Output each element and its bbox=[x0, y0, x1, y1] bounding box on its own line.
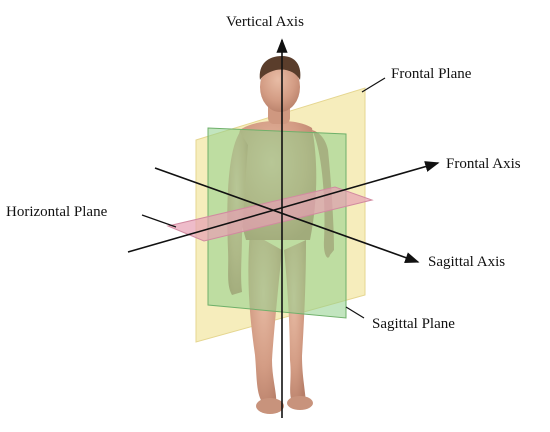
vertical-axis-label: Vertical Axis bbox=[226, 14, 304, 30]
horizontal-plane-label: Horizontal Plane bbox=[6, 204, 108, 220]
horizontal-plane bbox=[166, 186, 374, 242]
frontal-plane-label: Frontal Plane bbox=[391, 66, 472, 82]
horizontal-plane-leader bbox=[141, 214, 177, 228]
sagittal-axis-label: Sagittal Axis bbox=[428, 254, 505, 270]
sagittal-plane-label: Sagittal Plane bbox=[372, 316, 455, 332]
sagittal-axis-line bbox=[154, 167, 420, 263]
frontal-axis-label: Frontal Axis bbox=[446, 156, 521, 172]
frontal-axis-line bbox=[127, 161, 440, 253]
frontal-plane-leader bbox=[361, 77, 386, 93]
sagittal-plane-leader bbox=[345, 306, 365, 319]
